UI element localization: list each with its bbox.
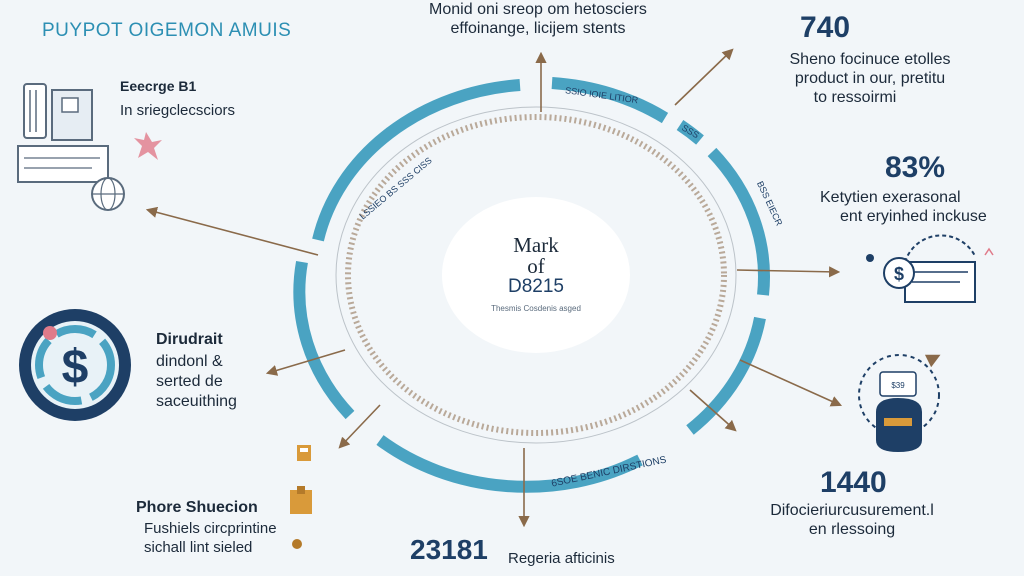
top-right-line-3: to ressoirmi: [813, 89, 897, 106]
top-right-line-1: Sheno focinuce etolles: [789, 51, 951, 68]
svg-text:$: $: [894, 264, 904, 284]
bottom-label: Regeria afticinis: [508, 550, 615, 567]
arrow-bottom-right: [739, 359, 843, 407]
money-bag-icon: $39: [858, 354, 941, 452]
svg-text:$: $: [62, 341, 89, 394]
bottom-value: 23181: [410, 534, 488, 565]
left-mid-line-4: saceuithing: [156, 393, 237, 410]
center-line-3: D8215: [508, 276, 564, 297]
left-bottom-line-2: sichall lint sieled: [144, 539, 253, 556]
sparkle-icon: [134, 132, 162, 160]
arrow-left-mid: [265, 349, 346, 376]
arrow-right: [736, 266, 841, 278]
left-bottom-line-1: Fushiels circprintine: [144, 520, 277, 537]
bottom-right-line-1: Difocieriurcusurement.l: [770, 502, 934, 519]
left-mid-line-2: dindonl &: [156, 353, 223, 370]
bottom-right-line-2: en rlessoing: [808, 521, 896, 538]
left-mid-line-3: serted de: [156, 373, 223, 390]
right-line-2: ent eryinhed inckuse: [840, 208, 987, 225]
left-top-title: Eeecrge B1: [120, 78, 197, 94]
arrow-bottom-left: [338, 404, 381, 449]
dollar-coin-icon: $: [19, 309, 131, 421]
top-right-value: 740: [800, 11, 851, 44]
left-bottom-title: Phore Shuecion: [136, 499, 258, 516]
right-value: 83%: [885, 151, 946, 184]
box-icon: [297, 445, 311, 461]
top-item-line-1: Monid oni sreop om hetosciers: [429, 1, 647, 18]
bottom-right-value: 1440: [820, 466, 887, 499]
devices-icon: [17, 83, 125, 211]
ring-label-bottom: 6SOE BENIC DIRSTIONS: [550, 454, 667, 489]
outer-ring: [293, 77, 770, 493]
center-caption: Thesmis Cosdenis asged: [491, 304, 581, 313]
page-title: PUYPOT OIGEMON AMUIS: [42, 20, 292, 41]
right-line-1: Ketytien exerasonal: [820, 189, 961, 206]
arrow-top-right: [674, 48, 734, 106]
arrow-lower-right: [689, 389, 737, 432]
payment-card-icon: $: [866, 234, 994, 303]
arrow-left-top: [145, 206, 319, 256]
left-mid-line-1: Dirudrait: [156, 331, 223, 348]
ring-label-upper-left: LSSIEO BS SSS CISS: [358, 155, 434, 221]
dot-icon: [292, 539, 302, 549]
package-icon: [290, 486, 312, 514]
inner-ring-guide: [335, 106, 737, 444]
connector-arrows: [145, 48, 843, 528]
left-top-sub: In sriegclecsciors: [120, 102, 236, 119]
svg-text:$39: $39: [891, 381, 905, 390]
top-right-line-2: product in our, pretitu: [794, 70, 946, 87]
center-line-2: of: [527, 254, 545, 278]
top-item-line-2: effoinange, licijem stents: [450, 20, 626, 37]
center-line-1: Mark: [513, 233, 559, 257]
inner-ring: [345, 114, 727, 436]
center-disc: [442, 197, 630, 353]
